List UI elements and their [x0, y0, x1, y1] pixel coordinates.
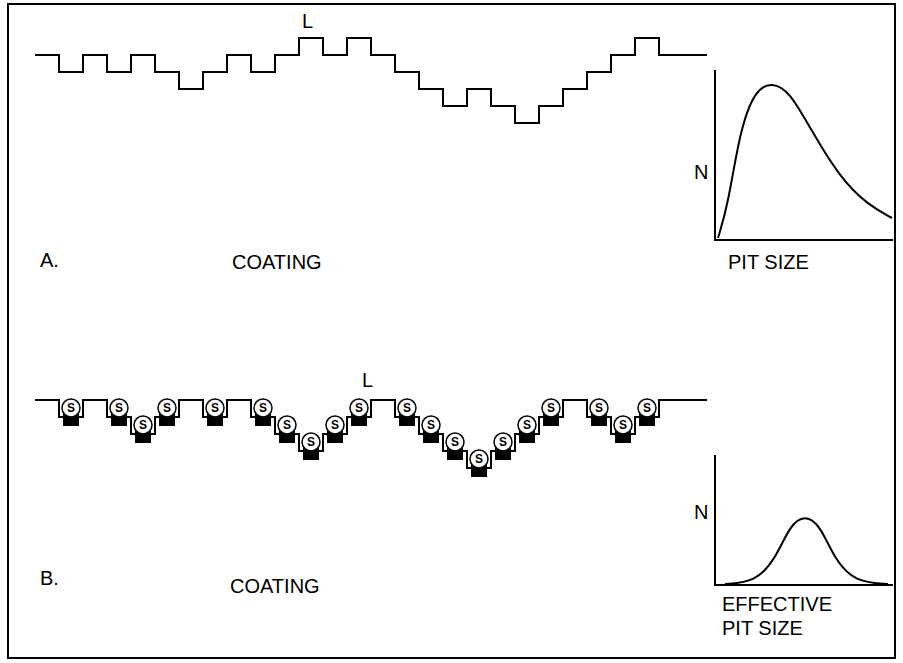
node-text: S — [133, 415, 153, 435]
axis-label: N — [694, 500, 708, 524]
inhibitor-circle: S — [325, 415, 345, 435]
inhibitor-circle: S — [397, 398, 417, 418]
inhibitor-circle: S — [157, 398, 177, 418]
node-text: S — [325, 415, 345, 435]
node-text: S — [469, 449, 489, 469]
inhibitor-circle: S — [469, 449, 489, 469]
inhibitor-circle: S — [421, 415, 441, 435]
surface-profile — [35, 38, 707, 123]
node-text: S — [397, 398, 417, 418]
inhibitor-circle: S — [349, 398, 369, 418]
node-text: S — [61, 398, 81, 418]
inhibitor-circle: S — [61, 398, 81, 418]
node-text: S — [109, 398, 129, 418]
graph-axes — [715, 455, 893, 585]
node-text: S — [613, 415, 633, 435]
inhibitor-circle: S — [517, 415, 537, 435]
distribution-curve — [718, 85, 892, 238]
node-text: S — [205, 398, 225, 418]
node-text: S — [253, 398, 273, 418]
surface-label: L — [302, 9, 313, 33]
panel-label: A. — [40, 248, 59, 272]
inhibitor-circle: S — [493, 432, 513, 452]
inhibitor-circle: S — [133, 415, 153, 435]
surface-profile — [35, 400, 707, 468]
node-text: S — [349, 398, 369, 418]
region-label: COATING — [230, 574, 320, 598]
axis-label: EFFECTIVE PIT SIZE — [722, 592, 852, 640]
node-text: S — [493, 432, 513, 452]
node-text: S — [421, 415, 441, 435]
distribution-curve — [725, 518, 888, 584]
node-text: S — [445, 432, 465, 452]
inhibitor-circle: S — [109, 398, 129, 418]
inhibitor-circle: S — [541, 398, 561, 418]
inhibitor-circle: S — [613, 415, 633, 435]
node-text: S — [589, 398, 609, 418]
node-text: S — [301, 432, 321, 452]
inhibitor-circle: S — [301, 432, 321, 452]
node-text: S — [517, 415, 537, 435]
surface-label: L — [362, 368, 373, 392]
inhibitor-circle: S — [277, 415, 297, 435]
region-label: COATING — [232, 250, 322, 274]
node-text: S — [637, 398, 657, 418]
node-text: S — [541, 398, 561, 418]
inhibitor-circle: S — [589, 398, 609, 418]
node-text: S — [157, 398, 177, 418]
inhibitor-circle: S — [205, 398, 225, 418]
axis-label: PIT SIZE — [728, 250, 809, 274]
inhibitor-circle: S — [253, 398, 273, 418]
inhibitor-circle: S — [445, 432, 465, 452]
frame — [8, 4, 895, 658]
node-text: S — [277, 415, 297, 435]
graph-axes — [715, 70, 893, 240]
panel-label: B. — [40, 566, 59, 590]
inhibitor-circle: S — [637, 398, 657, 418]
axis-label: N — [694, 160, 708, 184]
